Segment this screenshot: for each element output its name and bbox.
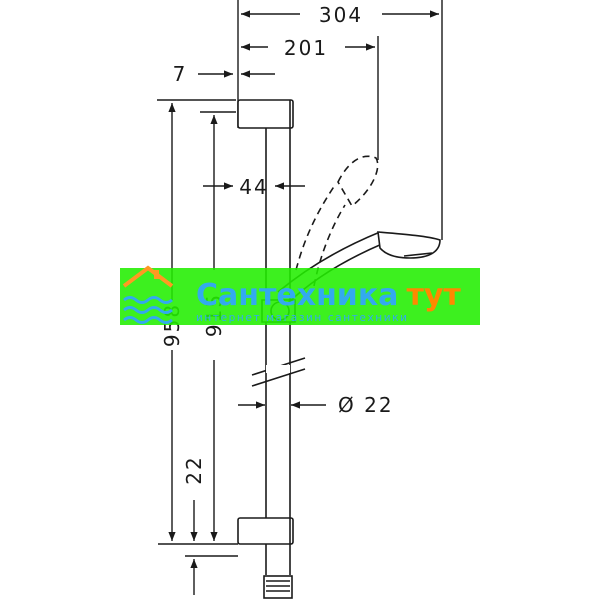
dim-overall-width-label: 304 xyxy=(319,3,363,27)
dimension-lines xyxy=(168,10,439,595)
banner-title-main: Сантехника xyxy=(196,278,398,313)
dim-diameter-label: Ø 22 xyxy=(338,393,394,417)
dim-bottom-offset-label: 22 xyxy=(182,455,206,484)
dimension-labels: 304 201 7 44 958 915 22 Ø 22 xyxy=(160,3,394,485)
banner-title-accent: тут xyxy=(406,278,461,313)
dim-bar-spacing-label: 44 xyxy=(239,175,268,199)
shower-rail xyxy=(237,99,306,599)
banner-band xyxy=(120,268,480,325)
dim-wall-offset-label: 7 xyxy=(173,62,188,86)
dim-handshower-offset-label: 201 xyxy=(284,36,328,60)
banner-subtitle: интернет магазин сантехники xyxy=(196,312,409,324)
house-logo-icon xyxy=(122,265,174,324)
